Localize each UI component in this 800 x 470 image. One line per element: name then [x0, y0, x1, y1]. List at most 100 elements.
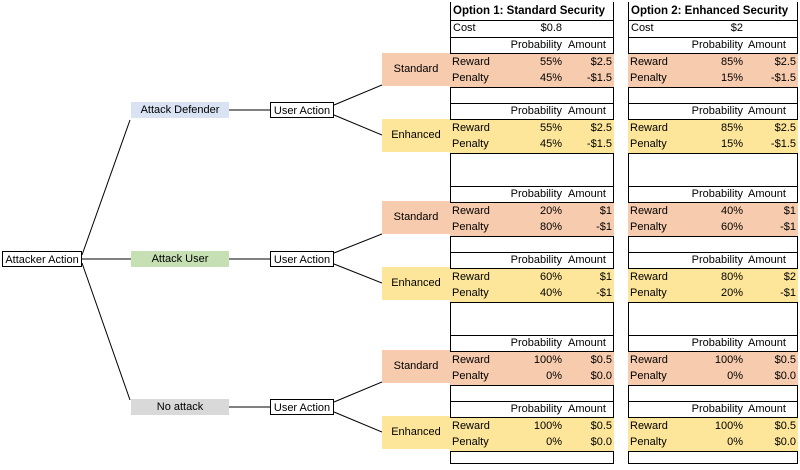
row-amount: $0.0 — [774, 370, 796, 382]
table-bottom-border — [628, 463, 798, 464]
row-amount: $0.0 — [590, 436, 612, 448]
row-label: Penalty — [452, 436, 489, 448]
band-top-line — [628, 119, 798, 120]
row-amount: $0.5 — [774, 420, 796, 432]
band-bottom-line — [628, 302, 798, 303]
row-label: Reward — [452, 271, 490, 283]
amount-header: Amount — [748, 39, 786, 51]
row-label: Reward — [630, 122, 668, 134]
enhanced-choice-1: Enhanced — [382, 119, 450, 152]
block-separator — [450, 37, 614, 38]
row-label: Reward — [630, 271, 668, 283]
row-amount: $1 — [783, 205, 796, 217]
amount-header: Amount — [748, 105, 786, 117]
probability-header: Probability — [691, 403, 743, 415]
amount-header: Amount — [748, 403, 786, 415]
connector-ua3-standard — [333, 381, 383, 403]
row-amount: $2.5 — [590, 122, 612, 134]
band-bottom-line — [628, 385, 798, 386]
row-probability: 40% — [720, 205, 743, 217]
block-separator — [628, 252, 798, 253]
row-probability: 0% — [727, 436, 743, 448]
band-bottom-line — [450, 87, 614, 88]
row-probability: 60% — [720, 221, 743, 233]
connector-root-defender — [81, 119, 131, 256]
connector-root-noattack — [81, 262, 131, 401]
row-label: Penalty — [452, 287, 489, 299]
enhanced-band — [628, 269, 798, 302]
amount-header: Amount — [568, 105, 606, 117]
row-amount: $2.5 — [590, 56, 612, 68]
row-label: Penalty — [452, 72, 489, 84]
band-bottom-line — [450, 153, 614, 154]
standard-band — [450, 352, 614, 385]
user-action-node-1: User Action — [270, 102, 334, 118]
row-probability: 20% — [539, 205, 562, 217]
row-label: Reward — [452, 205, 490, 217]
row-probability: 100% — [533, 354, 562, 366]
standard-choice-1: Standard — [382, 53, 450, 86]
connector-ua1-standard — [333, 84, 383, 106]
standard-band — [628, 203, 798, 236]
row-probability: 55% — [539, 122, 562, 134]
block-separator — [450, 252, 614, 253]
block-separator — [628, 37, 798, 38]
band-top-line — [450, 119, 614, 120]
band-top-line — [628, 53, 798, 54]
connector-ua2-standard — [333, 233, 383, 254]
row-probability: 40% — [539, 287, 562, 299]
probability-header: Probability — [691, 188, 743, 200]
table-bottom-border — [450, 463, 614, 464]
probability-header: Probability — [510, 188, 562, 200]
row-probability: 55% — [539, 56, 562, 68]
block-separator — [628, 103, 798, 104]
row-amount: -$1 — [596, 221, 612, 233]
enhanced-choice-3: Enhanced — [382, 416, 450, 449]
band-bottom-line — [628, 236, 798, 237]
amount-header: Amount — [748, 337, 786, 349]
row-amount: $2.5 — [774, 56, 796, 68]
band-top-line — [628, 268, 798, 269]
row-probability: 80% — [539, 221, 562, 233]
row-label: Reward — [452, 122, 490, 134]
band-top-line — [450, 417, 614, 418]
row-label: Reward — [630, 420, 668, 432]
enhanced-band — [628, 120, 798, 153]
row-probability: 85% — [720, 122, 743, 134]
amount-header: Amount — [568, 337, 606, 349]
standard-band — [450, 203, 614, 236]
band-bottom-line — [628, 451, 798, 452]
enhanced-choice-2: Enhanced — [382, 267, 450, 300]
attack-defender-node: Attack Defender — [131, 102, 229, 118]
probability-header: Probability — [691, 105, 743, 117]
connector-ua3-enhanced — [333, 411, 383, 433]
row-probability: 20% — [720, 287, 743, 299]
row-probability: 0% — [727, 370, 743, 382]
probability-header: Probability — [510, 403, 562, 415]
block-separator — [628, 401, 798, 402]
probability-header: Probability — [510, 254, 562, 266]
probability-header: Probability — [510, 105, 562, 117]
block-separator — [450, 103, 614, 104]
block-separator — [628, 186, 798, 187]
standard-band — [628, 352, 798, 385]
enhanced-band — [450, 269, 614, 302]
row-probability: 15% — [720, 138, 743, 150]
row-probability: 15% — [720, 72, 743, 84]
row-amount: -$1 — [780, 287, 796, 299]
row-amount: $0.5 — [774, 354, 796, 366]
row-amount: $1 — [599, 271, 612, 283]
row-amount: -$1.5 — [586, 72, 612, 84]
option-title: Option 1: Standard Security — [453, 5, 606, 17]
band-top-line — [628, 417, 798, 418]
row-probability: 0% — [546, 436, 562, 448]
row-label: Reward — [452, 354, 490, 366]
row-label: Penalty — [452, 370, 489, 382]
row-label: Reward — [630, 56, 668, 68]
row-probability: 0% — [546, 370, 562, 382]
row-label: Penalty — [630, 287, 667, 299]
